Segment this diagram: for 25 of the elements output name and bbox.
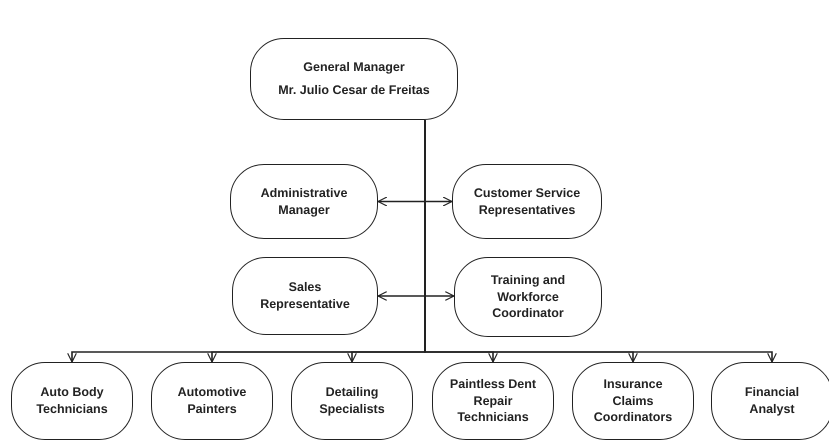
connector-arrow: [377, 196, 453, 207]
manager-box: [250, 38, 458, 120]
role-title: Sales Representative: [259, 279, 351, 313]
role-box: [151, 362, 273, 440]
role-title: Automotive Painters: [176, 384, 248, 418]
role-box: [230, 164, 378, 239]
connector-arrow: [377, 290, 455, 302]
role-box: [432, 362, 554, 440]
role-title: Financial Analyst: [744, 384, 800, 418]
role-title: Detailing Specialists: [318, 384, 386, 418]
role-title: Customer Service Representatives: [472, 184, 582, 218]
role-box: [11, 362, 133, 440]
role-title: General Manager: [303, 59, 405, 76]
role-title: Auto Body Technicians: [35, 384, 109, 418]
role-title: Paintless Dent Repair Technicians: [448, 376, 538, 426]
role-box: [452, 164, 602, 239]
role-title: Training and Workforce Coordinator: [490, 272, 566, 322]
role-box: [572, 362, 694, 440]
role-box: [454, 257, 602, 337]
role-title: Insurance Claims Coordinators: [592, 376, 674, 426]
role-title: Administrative Manager: [260, 184, 348, 218]
person-name: Mr. Julio Cesar de Freitas: [278, 82, 430, 99]
role-box: [291, 362, 413, 440]
role-box: [711, 362, 829, 440]
role-box: [232, 257, 378, 335]
